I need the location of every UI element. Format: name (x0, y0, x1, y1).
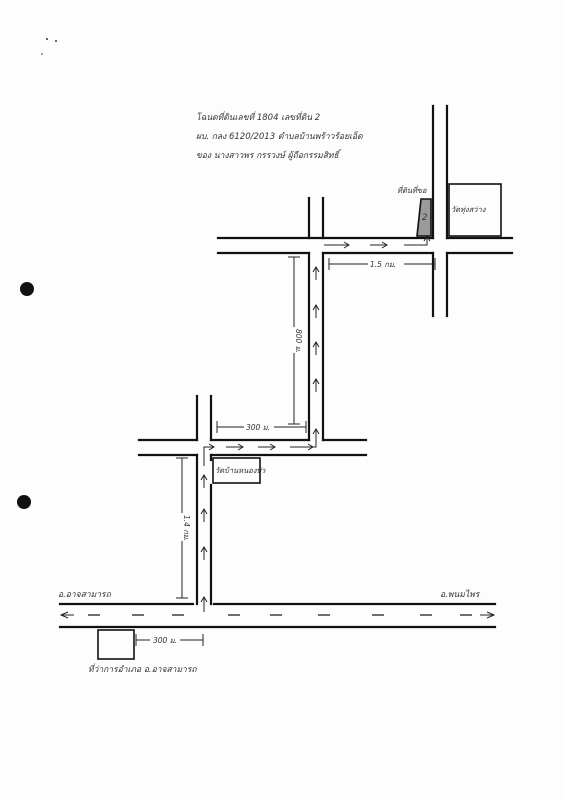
main-highway (58, 602, 497, 629)
deed-title-line-3: ของ นางสาวพร กรรวงษ์ ผู้ถือกรรมสิทธิ์ (196, 149, 342, 161)
distance-top-label: 1.5 กม. (370, 260, 396, 269)
top-horizontal-road (216, 196, 514, 255)
middle-horizontal-road (137, 394, 368, 457)
route-arrows-upper (312, 266, 320, 392)
route-arrows-middle (226, 428, 320, 451)
road-end-left-label: อ.อาจสามารถ (58, 590, 112, 600)
right-vertical-road (431, 104, 449, 318)
temple-right-label: วัดทุ่งสว่าง (451, 205, 487, 214)
speck (41, 53, 43, 55)
temple-mid-label: วัดบ้านหนองบัว (215, 466, 266, 475)
speck (55, 40, 57, 42)
punch-hole-top (20, 282, 34, 296)
deed-title-line-1: โฉนดที่ดินเลขที่ 1804 เลขที่ดิน 2 (196, 111, 320, 123)
route-arrows-lower (200, 443, 215, 612)
target-plot (416, 198, 432, 237)
plot-number: 2 (422, 213, 427, 223)
road-end-right-label: อ.พนมไพร (440, 589, 481, 600)
district-office-label: ที่ว่าการอำเภอ อ.อาจสามารถ (88, 663, 197, 675)
distance-upper-vertical-label: 800 ม. (294, 329, 303, 353)
district-office-box (97, 629, 135, 660)
distance-bottom-label: 300 ม. (153, 636, 177, 645)
upper-vertical-road (307, 251, 325, 442)
deed-title-line-2: ผบ. กลง 6120/2013 ตำบลบ้านพร้าวร้อยเอ็ด (196, 131, 363, 142)
distance-lower-vertical-label: 1.4 กม. (182, 515, 191, 541)
punch-hole-bottom (17, 495, 31, 509)
speck (46, 38, 48, 40)
plot-label: ที่ดินที่ขอ (397, 185, 427, 195)
temple-mid-box (212, 457, 261, 484)
route-arrows-top (324, 235, 431, 249)
temple-right-box (448, 183, 502, 237)
distance-mid-label: 300 ม. (246, 423, 270, 432)
